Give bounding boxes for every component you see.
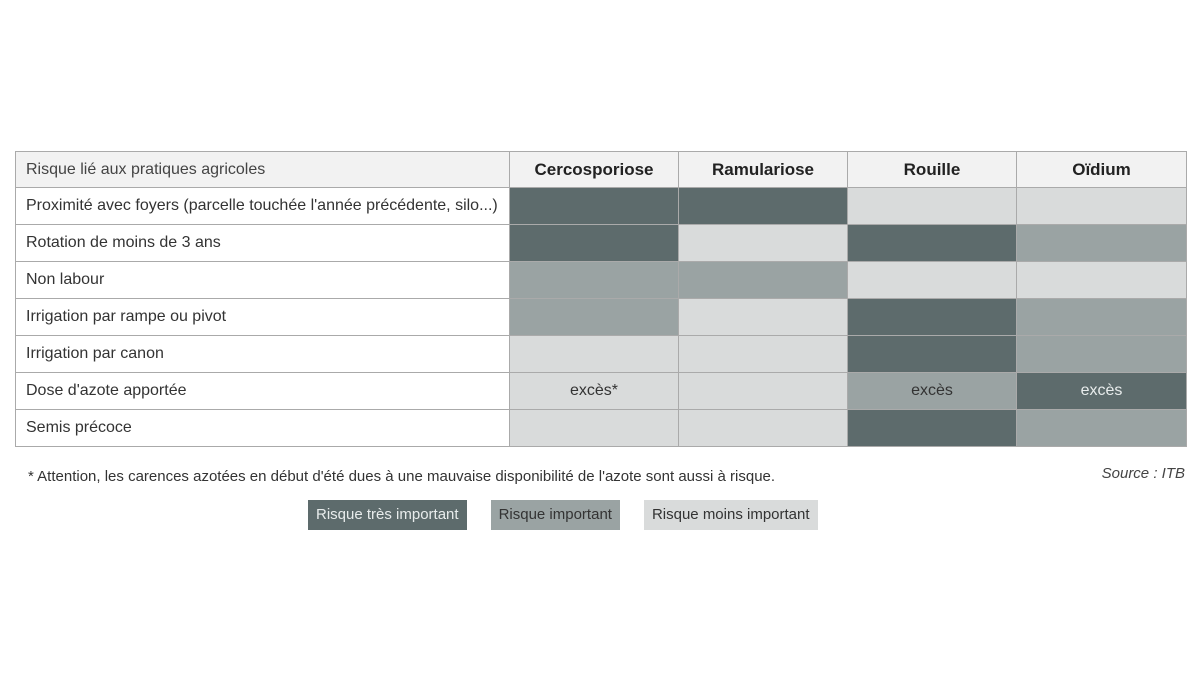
risk-cell [509,187,679,225]
risk-cell [847,261,1017,299]
column-header: Rouille [847,151,1017,188]
footnote: * Attention, les carences azotées en déb… [28,468,776,485]
risk-cell [509,224,679,262]
risk-cell: excès [1016,372,1187,410]
risk-cell [1016,224,1187,262]
risk-cell [678,335,848,373]
risk-cell [1016,261,1187,299]
row-label: Rotation de moins de 3 ans [15,224,510,262]
risk-cell [1016,409,1187,447]
risk-cell [847,187,1017,225]
risk-cell [847,224,1017,262]
risk-cell [678,298,848,336]
legend: Risque très important Risque important R… [308,500,818,530]
risk-cell [847,335,1017,373]
table-row: Non labour [15,261,1187,299]
risk-cell [678,261,848,299]
table-row: Rotation de moins de 3 ans [15,224,1187,262]
row-label: Non labour [15,261,510,299]
table-row: Irrigation par canon [15,335,1187,373]
risk-cell [847,409,1017,447]
risk-cell: excès [847,372,1017,410]
row-label: Irrigation par canon [15,335,510,373]
column-header: Oïdium [1016,151,1187,188]
risk-cell [678,187,848,225]
column-header: Ramulariose [678,151,848,188]
row-label: Semis précoce [15,409,510,447]
row-label: Irrigation par rampe ou pivot [15,298,510,336]
header-label: Risque lié aux pratiques agricoles [15,151,510,188]
risk-cell [847,298,1017,336]
table-row: Irrigation par rampe ou pivot [15,298,1187,336]
legend-item-very-high: Risque très important [308,500,467,530]
row-label: Dose d'azote apportée [15,372,510,410]
risk-cell [1016,298,1187,336]
legend-item-high: Risque important [490,500,620,530]
risk-cell [509,298,679,336]
risk-cell [509,261,679,299]
risk-cell [1016,335,1187,373]
row-label: Proximité avec foyers (parcelle touchée … [15,187,510,225]
risk-cell [678,224,848,262]
risk-cell [678,372,848,410]
source-credit: Source : ITB [1101,465,1185,482]
risk-table: Risque lié aux pratiques agricoles Cerco… [15,151,1187,447]
table-row: Semis précoce [15,409,1187,447]
table-row: Dose d'azote apportée excès* excès excès [15,372,1187,410]
risk-cell [1016,187,1187,225]
risk-cell: excès* [509,372,679,410]
table-row: Proximité avec foyers (parcelle touchée … [15,187,1187,225]
risk-cell [509,335,679,373]
column-header: Cercosporiose [509,151,679,188]
legend-item-low: Risque moins important [643,500,818,530]
risk-cell [509,409,679,447]
risk-cell [678,409,848,447]
table-header-row: Risque lié aux pratiques agricoles Cerco… [15,151,1187,188]
